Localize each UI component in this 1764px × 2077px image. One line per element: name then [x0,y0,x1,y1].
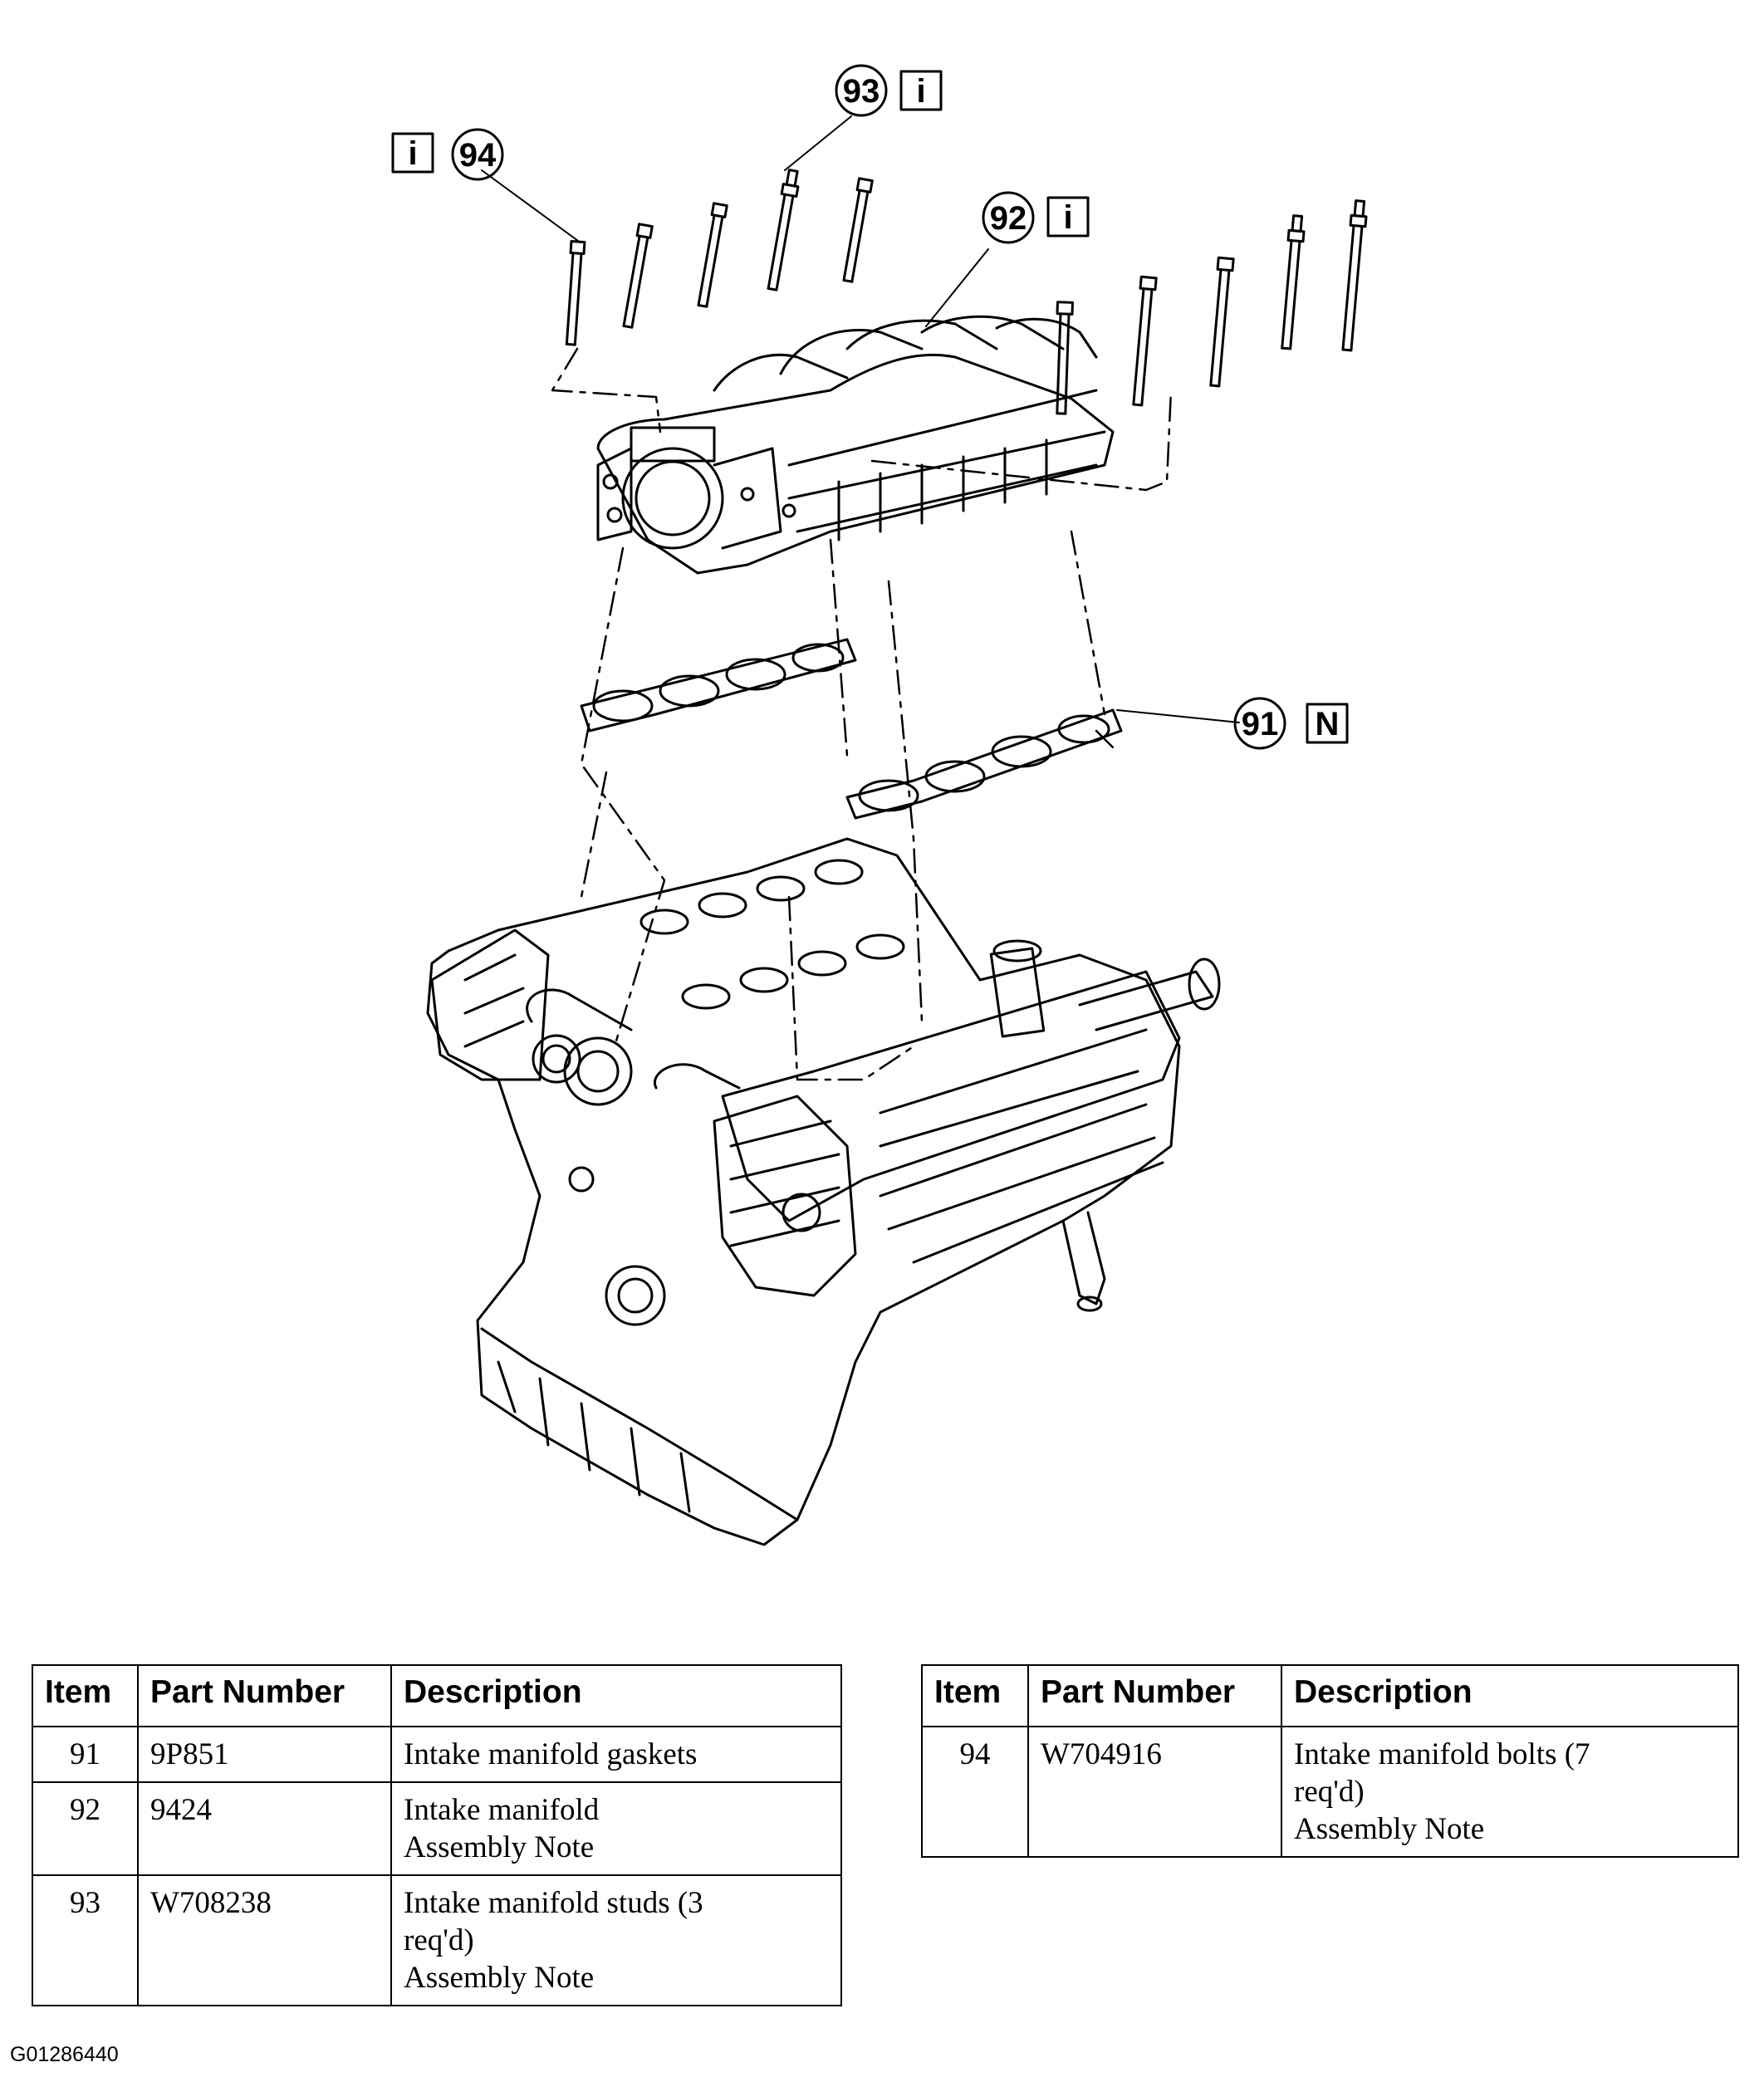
part-number-cell: 9P851 [137,1726,392,1783]
assembly-note-link[interactable]: Assembly Note [1294,1812,1485,1846]
description-line: req'd) [404,1923,474,1957]
description-cell: Intake manifold bolts (7 req'd) Assembly… [1281,1726,1739,1858]
exploded-engine-diagram: 94 i 93 i 92 i 91 N [391,64,1368,1546]
table-row: 91 9P851 Intake manifold gaskets [32,1726,842,1783]
description-cell: Intake manifold gaskets [390,1726,842,1783]
parts-table-right: Item Part Number Description 94 W704916 … [921,1664,1739,1858]
table-header-row: Item Part Number Description [32,1664,842,1727]
callout-91-number: 91 [1242,706,1279,742]
description-line: Intake manifold bolts (7 [1294,1737,1590,1771]
part-number-cell: 9424 [137,1781,392,1876]
assembly-note-link[interactable]: Assembly Note [404,1830,595,1864]
description-line: Intake manifold studs (3 [404,1886,703,1920]
callout-93-badge: i [916,73,925,110]
part-number-cell: W708238 [137,1874,392,2006]
item-cell: 94 [921,1726,1029,1858]
intake-manifold [596,315,1115,575]
callout-92 [982,191,1090,244]
header-description: Description [1281,1664,1739,1727]
callout-91 [1233,697,1349,750]
manifold-studs [767,169,1368,352]
callout-92-number: 92 [990,200,1027,237]
table-row: 93 W708238 Intake manifold studs (3 req'… [32,1874,842,2006]
description-cell: Intake manifold Assembly Note [390,1781,842,1876]
callout-94 [391,128,504,181]
header-part-number: Part Number [137,1664,392,1727]
header-description: Description [390,1664,842,1727]
table-header-row: Item Part Number Description [921,1664,1739,1727]
callout-94-badge: i [408,135,417,172]
item-cell: 93 [32,1874,139,2006]
item-cell: 92 [32,1781,139,1876]
alignment-lines [551,347,1173,1081]
description-cell: Intake manifold studs (3 req'd) Assembly… [390,1874,842,2006]
item-cell: 91 [32,1726,139,1783]
part-number-cell: W704916 [1027,1726,1282,1858]
callout-93-number: 93 [843,73,880,110]
description-line: Intake manifold [404,1793,600,1827]
parts-table-left: Item Part Number Description 91 9P851 In… [32,1664,842,2006]
description-line: req'd) [1294,1775,1365,1809]
callout-91-badge: N [1316,706,1340,742]
table-row: 94 W704916 Intake manifold bolts (7 req'… [921,1726,1739,1858]
callout-93 [835,64,943,117]
callout-92-badge: i [1063,199,1072,236]
assembly-note-link[interactable]: Assembly Note [404,1961,595,1995]
header-part-number: Part Number [1027,1664,1282,1727]
figure-id: G01286440 [10,2043,119,2066]
table-row: 92 9424 Intake manifold Assembly Note [32,1781,842,1876]
header-item: Item [32,1664,139,1727]
engine-block [426,837,1221,1546]
header-item: Item [921,1664,1029,1727]
intake-manifold-gaskets [580,638,1123,820]
description-line: Intake manifold gaskets [404,1737,698,1771]
manifold-bolts [565,177,1235,415]
leader-lines [481,115,1240,723]
callout-94-number: 94 [459,137,497,174]
